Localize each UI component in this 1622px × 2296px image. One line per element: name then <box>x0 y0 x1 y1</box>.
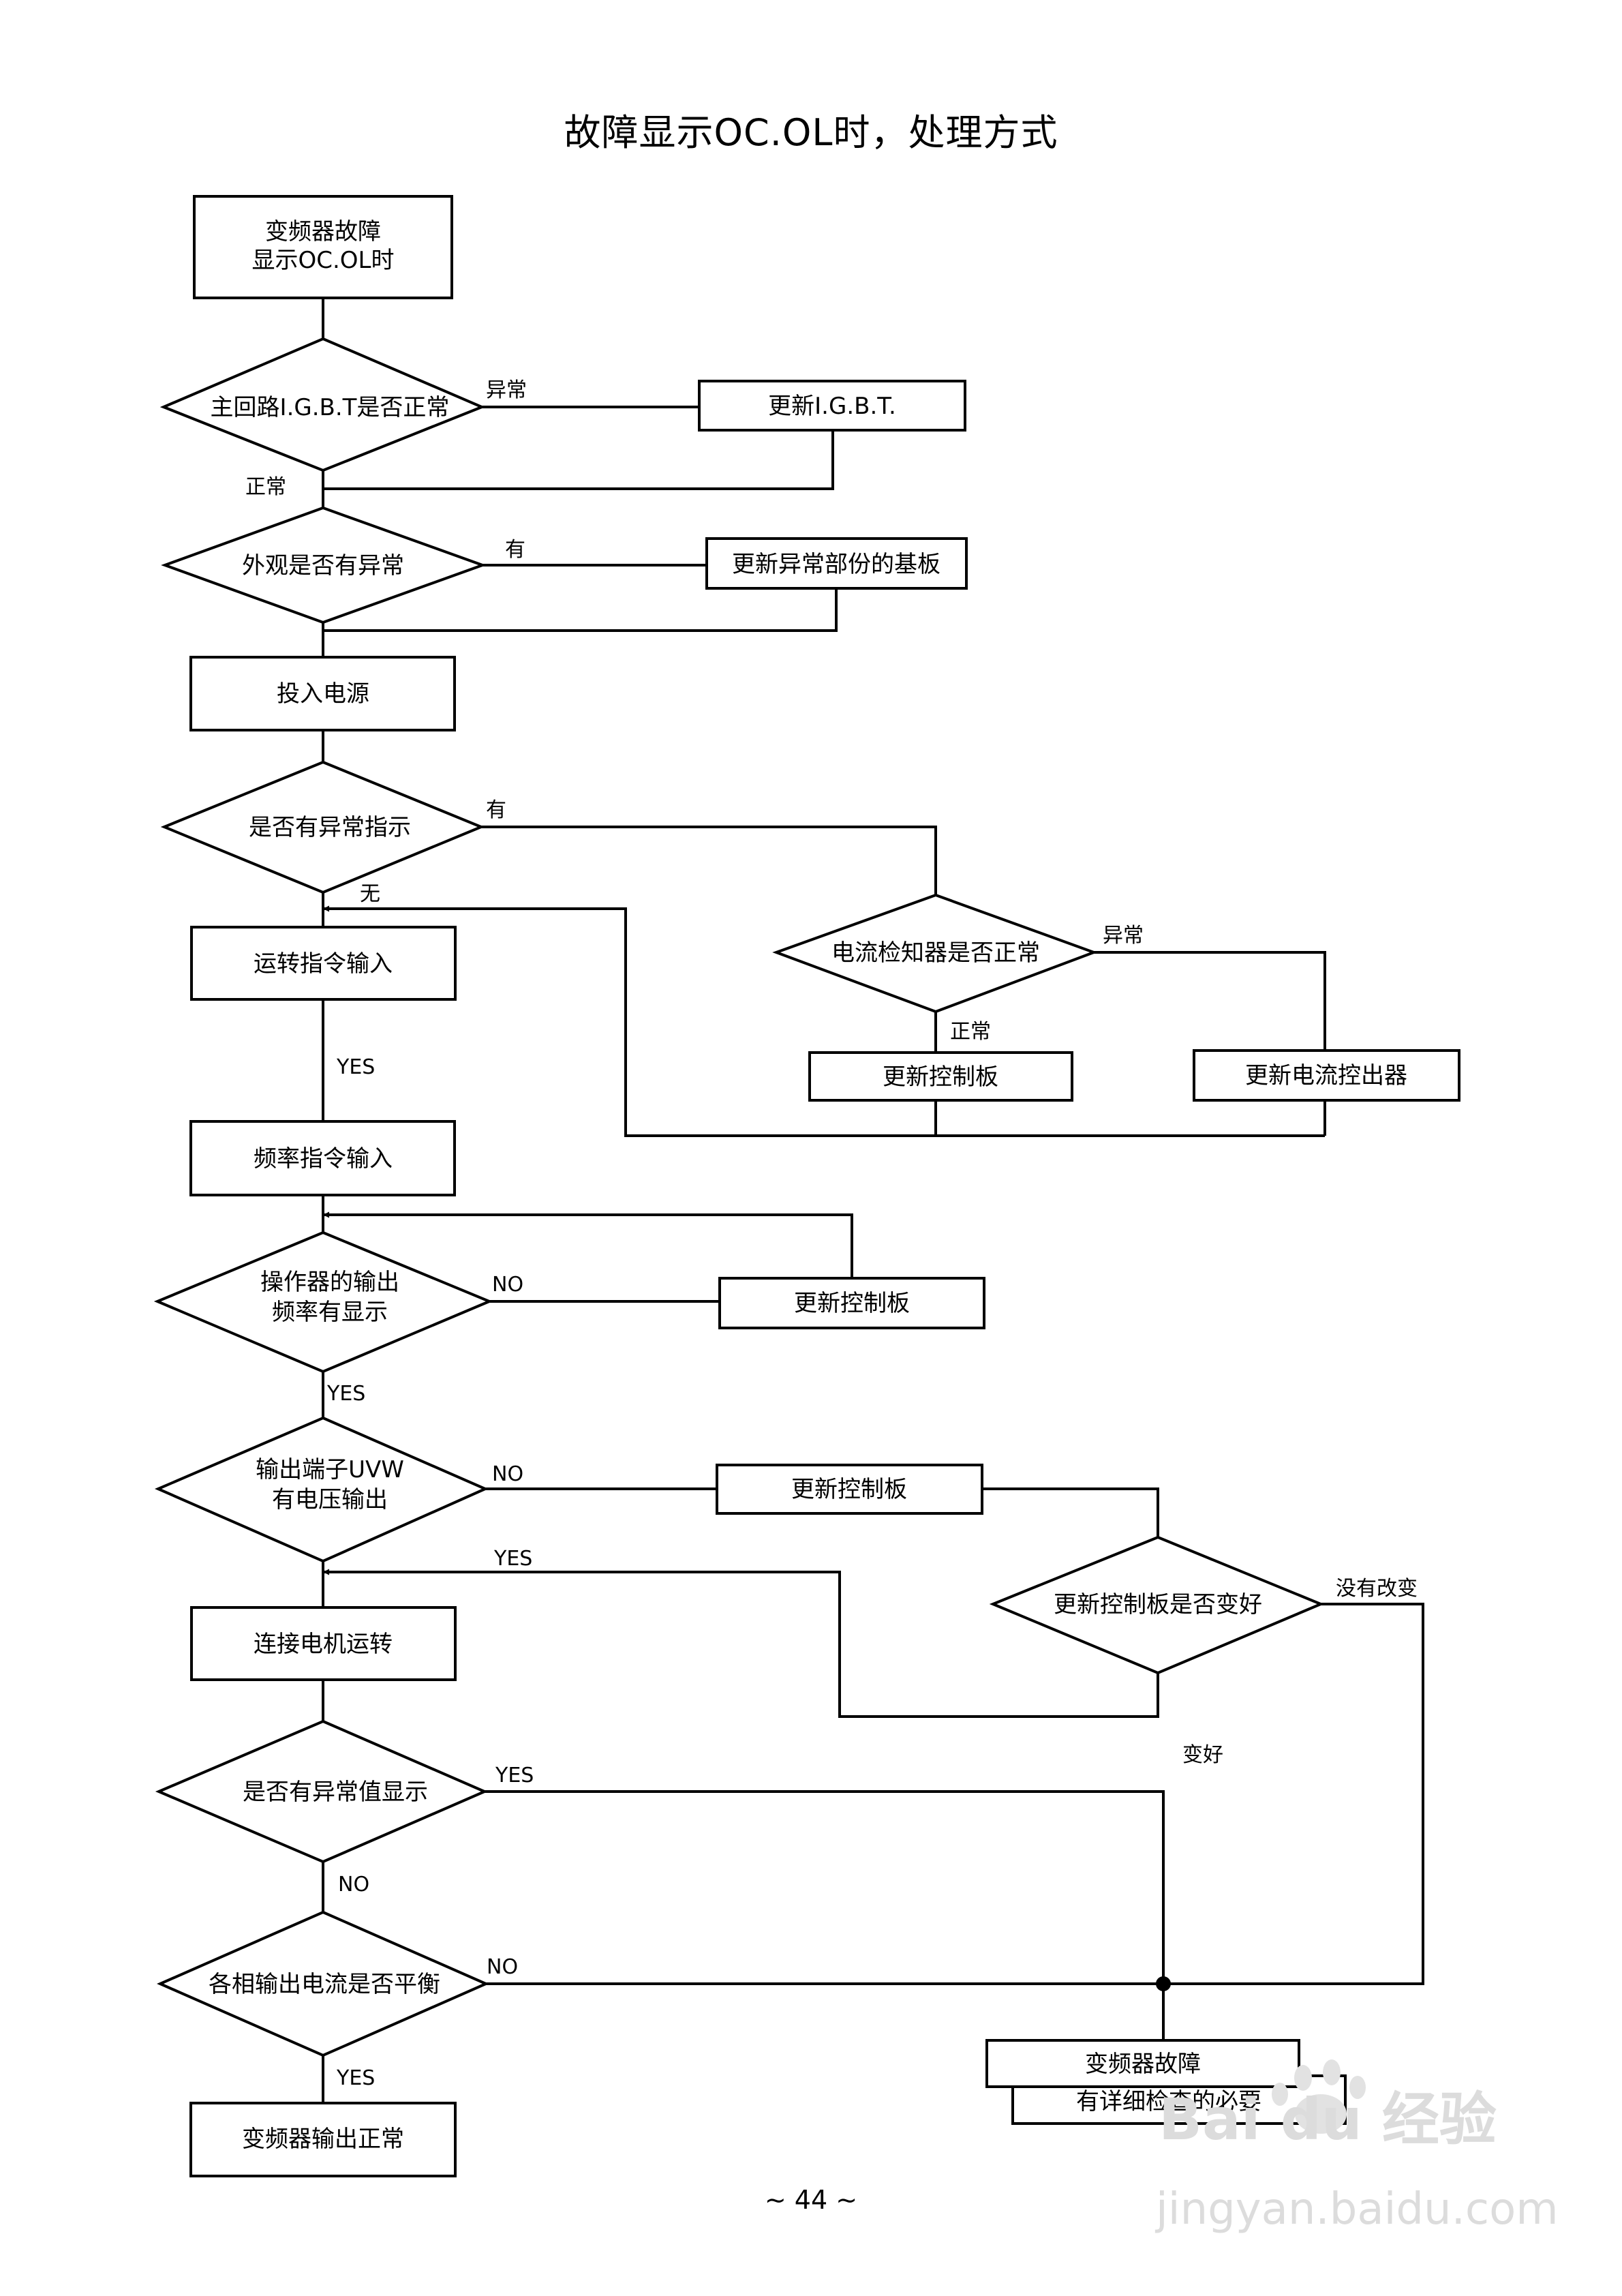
edge-label-abnormal-no: NO <box>338 1873 369 1897</box>
control-board-replace-label-2: 更新控制板 <box>794 1290 910 1317</box>
junction-dot <box>1156 1976 1171 1991</box>
uvw-output-decision <box>154 1416 489 1563</box>
edge-label-freq-yes: YES <box>326 1382 365 1406</box>
control-board-replace-label-1: 更新控制板 <box>883 1063 998 1091</box>
abnormal-value-label: 是否有异常值显示 <box>243 1779 428 1806</box>
edge-label-ctrl-better: 变好 <box>1182 1743 1223 1767</box>
current-detector-decision <box>772 893 1098 1014</box>
edge-label-appearance-yes: 有 <box>505 538 525 562</box>
watermark-brand: Bai du 经验 <box>1159 2086 1497 2153</box>
fault-label-2: 有详细检查的必要 <box>1076 2088 1261 2115</box>
motor-run-label: 连接电机运转 <box>254 1631 393 1658</box>
paw-logo-icon <box>1272 2059 1366 2134</box>
control-board-better-label: 更新控制板是否变好 <box>1054 1591 1262 1618</box>
start-label-2: 显示OC.OL时 <box>251 247 394 274</box>
control-board-better-decision <box>989 1535 1325 1675</box>
control-board-replace-box-3 <box>716 1464 983 1515</box>
control-board-replace-box-2 <box>718 1277 985 1329</box>
edge-label-uvw-no: NO <box>492 1462 523 1486</box>
current-detector-replace-label: 更新电流控出器 <box>1245 1062 1407 1089</box>
run-command-box <box>190 926 457 1001</box>
start-box <box>193 195 453 299</box>
connector <box>1163 1603 1424 1985</box>
control-board-replace-label-3: 更新控制板 <box>791 1476 907 1503</box>
edge-label-run-yes: YES <box>336 1055 375 1079</box>
edge-label-detector-normal: 正常 <box>950 1020 991 1044</box>
connector <box>323 588 838 632</box>
igbt-replace-label: 更新I.G.B.T. <box>768 393 896 420</box>
appearance-check-decision <box>161 506 487 624</box>
board-replace-box <box>705 537 968 590</box>
flowchart-connectors <box>322 298 1424 2103</box>
connector <box>481 826 937 895</box>
edge-label-balance-yes: YES <box>336 2066 375 2090</box>
board-replace-label: 更新异常部份的基板 <box>732 551 940 578</box>
edge-label-detector-abnormal: 异常 <box>1103 924 1144 948</box>
edge-label-igbt-abnormal: 异常 <box>486 378 527 402</box>
baidu-watermark: Bai du 经验 jingyan.baidu.com <box>1154 2059 1559 2235</box>
phase-balance-decision <box>157 1910 489 2057</box>
current-detector-replace-box <box>1193 1049 1460 1102</box>
uvw-output-label-1: 输出端子UVW <box>256 1456 404 1483</box>
power-on-label: 投入电源 <box>277 680 369 708</box>
start-label-1: 变频器故障 <box>265 218 381 245</box>
edge-label-igbt-normal: 正常 <box>245 475 286 499</box>
edge-label-balance-no: NO <box>487 1955 518 1979</box>
connector <box>323 1569 1159 1718</box>
page-number: ~ 44 ~ <box>764 2185 858 2215</box>
frequency-command-label: 频率指令输入 <box>254 1145 393 1173</box>
edge-label-abnormal-yes: YES <box>495 1764 534 1787</box>
uvw-output-label-2: 有电压输出 <box>272 1486 388 1513</box>
frequency-command-box <box>189 1120 456 1196</box>
frequency-display-label-2: 频率有显示 <box>272 1299 388 1326</box>
output-normal-label: 变频器输出正常 <box>242 2126 404 2153</box>
connector <box>982 1487 1159 1537</box>
igbt-check-label: 主回路I.G.B.T是否正常 <box>211 394 450 421</box>
edge-label-ctrl-no-change: 没有改变 <box>1336 1577 1418 1601</box>
fault-label-1: 变频器故障 <box>1085 2051 1201 2078</box>
indicator-check-label: 是否有异常指示 <box>249 814 411 841</box>
appearance-check-label: 外观是否有异常 <box>242 552 404 579</box>
current-detector-label: 电流检知器是否正常 <box>831 939 1040 967</box>
connector <box>1094 951 1326 1051</box>
page-title: 故障显示OC.OL时，处理方式 <box>564 111 1058 154</box>
run-command-label: 运转指令输入 <box>254 950 393 978</box>
connector <box>485 1790 1165 1984</box>
fault-box-1 <box>985 2039 1300 2088</box>
watermark-url: jingyan.baidu.com <box>1154 2184 1559 2235</box>
edge-label-uvw-yes: YES <box>493 1547 532 1571</box>
output-normal-box <box>189 2102 457 2177</box>
frequency-display-decision <box>153 1230 493 1374</box>
frequency-display-label-1: 操作器的输出 <box>260 1269 399 1296</box>
connector <box>323 905 1325 1137</box>
igbt-replace-box <box>698 380 966 432</box>
edge-label-indicator-yes: 有 <box>486 798 506 822</box>
abnormal-value-decision <box>155 1719 489 1864</box>
connector <box>323 1211 853 1278</box>
control-board-replace-box-1 <box>808 1051 1073 1102</box>
igbt-check-decision <box>159 337 486 472</box>
indicator-check-decision <box>160 760 485 894</box>
power-on-box <box>189 656 456 731</box>
edge-label-indicator-no: 无 <box>360 882 380 906</box>
connector <box>323 430 834 490</box>
motor-run-box <box>190 1606 457 1681</box>
phase-balance-label: 各相输出电流是否平衡 <box>209 1971 440 1998</box>
edge-label-freq-no: NO <box>492 1273 523 1297</box>
